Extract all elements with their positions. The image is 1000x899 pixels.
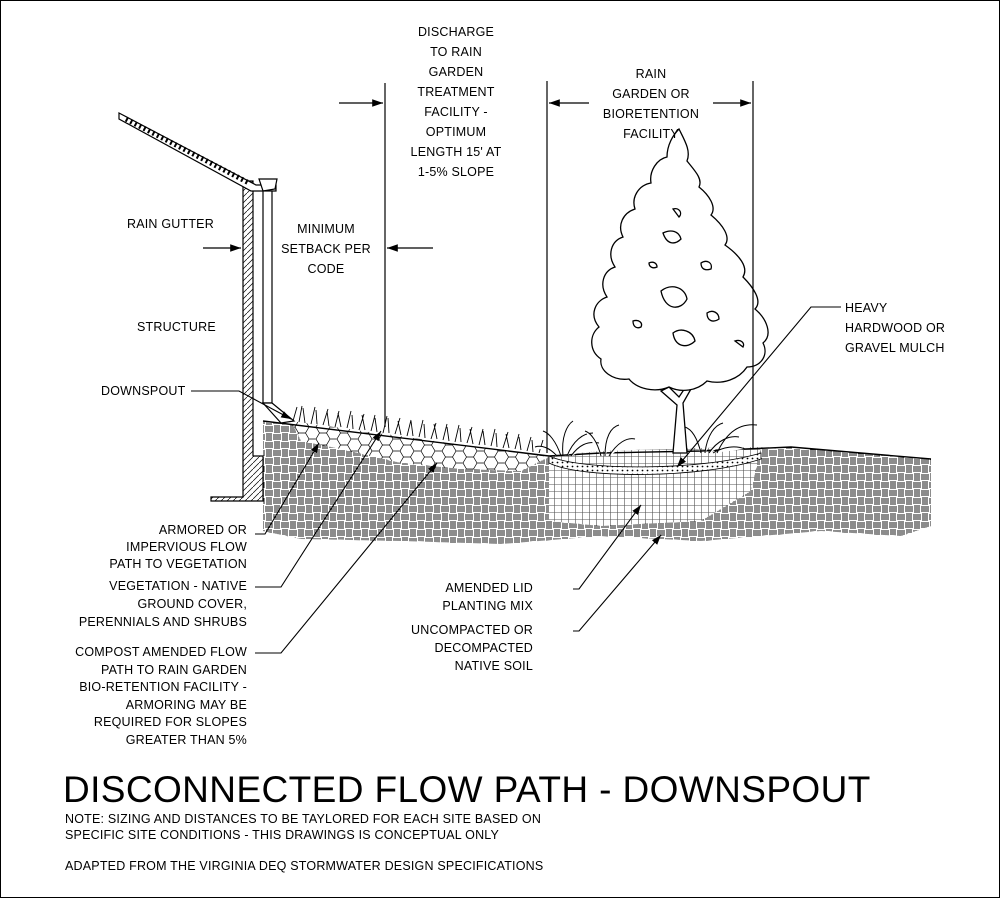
tree — [591, 127, 769, 454]
mulch-layer — [548, 452, 762, 475]
leader-lines — [191, 306, 841, 654]
credit-text: ADAPTED FROM THE VIRGINIA DEQ STORMWATER… — [65, 859, 544, 873]
rain-gutter-label: RAIN GUTTER — [127, 217, 214, 231]
dimension-lines — [203, 81, 754, 453]
rain-gutter — [258, 178, 278, 192]
roof — [118, 112, 277, 192]
compost-flow-path — [291, 421, 549, 471]
downspout-label: DOWNSPOUT — [101, 384, 186, 398]
shrubs — [534, 420, 758, 457]
note-text: NOTE: SIZING AND DISTANCES TO BE TAYLORE… — [65, 812, 542, 842]
grass-vegetation — [292, 405, 544, 454]
structure-wall — [210, 180, 264, 502]
drawing-title: DISCONNECTED FLOW PATH - DOWNSPOUT — [63, 769, 871, 810]
structure-label: STRUCTURE — [137, 320, 216, 334]
